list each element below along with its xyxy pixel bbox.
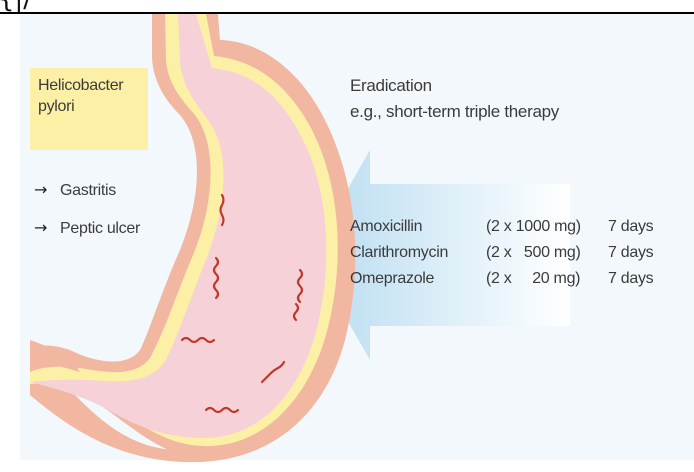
right-arrow-icon: → bbox=[34, 218, 60, 237]
consequence-gastritis: →Gastritis bbox=[34, 180, 116, 200]
regimen-drug: Amoxicillin bbox=[350, 218, 422, 236]
regimen-dose: (2 x 1000 mg) bbox=[486, 218, 581, 236]
consequence-peptic-ulcer: →Peptic ulcer bbox=[34, 218, 140, 238]
consequence-label: Peptic ulcer bbox=[60, 220, 140, 237]
regimen-duration: 7 days bbox=[608, 244, 653, 262]
organism-label: Helicobacter pylori bbox=[38, 75, 123, 117]
regimen-duration: 7 days bbox=[608, 270, 653, 288]
consequence-label: Gastritis bbox=[60, 182, 116, 199]
eradication-subtitle: e.g., short-term triple therapy bbox=[350, 102, 559, 122]
regimen-duration: 7 days bbox=[608, 218, 653, 236]
regimen-drug: Omeprazole bbox=[350, 270, 434, 288]
right-arrow-icon: → bbox=[34, 180, 60, 199]
regimen-drug: Clarithromycin bbox=[350, 244, 448, 262]
regimen-dose: (2 x 500 mg) bbox=[486, 244, 581, 262]
eradication-title: Eradication bbox=[350, 76, 432, 96]
organism-name-line1: Helicobacter bbox=[38, 75, 123, 96]
organism-name-line2: pylori bbox=[38, 96, 123, 117]
regimen-dose: (2 x 20 mg) bbox=[486, 270, 580, 288]
